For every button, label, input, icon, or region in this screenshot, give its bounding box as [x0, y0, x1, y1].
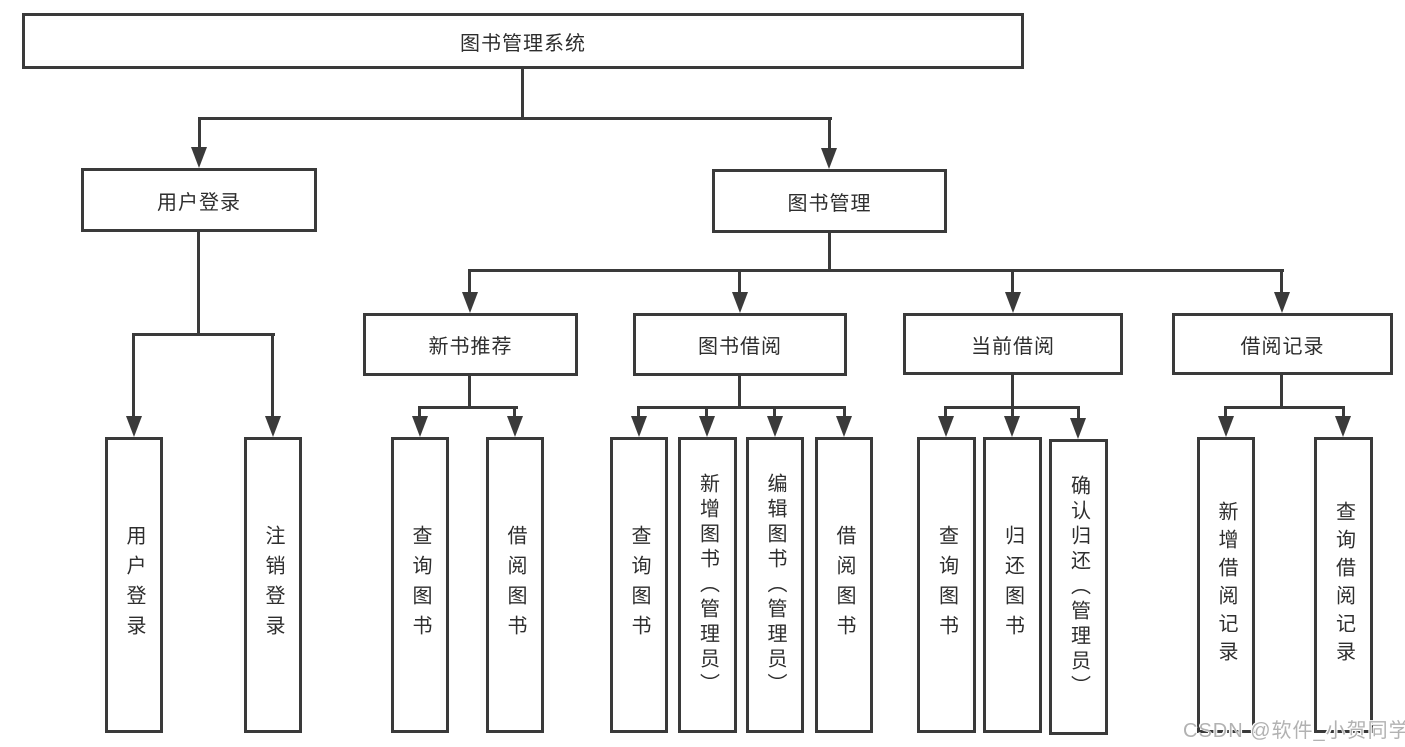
arrowhead-down-icon: [767, 416, 783, 437]
tree-edge: [637, 406, 640, 420]
tree-edge: [773, 406, 776, 420]
node-user-login: 用户登录: [81, 168, 317, 232]
node-new-book-recommend: 新书推荐: [363, 313, 578, 376]
tree-edge: [738, 269, 741, 296]
node-leaf-query-books-recommend: 查询图书: [391, 437, 449, 733]
tree-edge: [1280, 269, 1283, 296]
node-leaf-return-books: 归还图书: [983, 437, 1042, 733]
arrowhead-down-icon: [265, 416, 281, 437]
tree-edge: [1224, 406, 1345, 409]
tree-edge: [738, 376, 741, 409]
node-leaf-user-login: 用户登录: [105, 437, 163, 733]
csdn-watermark: CSDN @软件_小贺同学: [1183, 720, 1405, 742]
tree-edge: [1011, 269, 1014, 296]
node-leaf-borrow-books-recommend: 借阅图书: [486, 437, 544, 733]
tree-edge: [705, 406, 708, 420]
tree-edge: [1011, 406, 1014, 420]
arrowhead-down-icon: [462, 292, 478, 313]
arrowhead-down-icon: [126, 416, 142, 437]
node-leaf-borrow-books-borrowing: 借阅图书: [815, 437, 873, 733]
node-leaf-edit-books-admin: 编辑图书（管理员）: [746, 437, 804, 733]
tree-edge: [468, 269, 471, 296]
arrowhead-down-icon: [1335, 416, 1351, 437]
tree-edge: [197, 232, 200, 336]
node-book-borrowing: 图书借阅: [633, 313, 847, 376]
arrowhead-down-icon: [1005, 292, 1021, 313]
arrowhead-down-icon: [191, 147, 207, 168]
arrowhead-down-icon: [1004, 416, 1020, 437]
tree-edge: [468, 376, 471, 409]
tree-edge: [521, 68, 524, 120]
node-current-borrowing: 当前借阅: [903, 313, 1123, 375]
node-library-management-system: 图书管理系统: [22, 13, 1024, 69]
tree-edge: [132, 333, 275, 336]
tree-edge: [132, 333, 135, 419]
tree-edge: [1280, 375, 1283, 409]
tree-edge: [1224, 406, 1227, 420]
tree-edge: [271, 333, 274, 419]
node-borrowing-records: 借阅记录: [1172, 313, 1393, 375]
arrowhead-down-icon: [699, 416, 715, 437]
tree-edge: [637, 406, 846, 409]
arrowhead-down-icon: [836, 416, 852, 437]
tree-edge: [1011, 375, 1014, 409]
tree-edge: [1077, 406, 1080, 420]
node-leaf-query-borrow-record: 查询借阅记录: [1314, 437, 1373, 733]
arrowhead-down-icon: [821, 148, 837, 169]
arrowhead-down-icon: [938, 416, 954, 437]
tree-edge: [843, 406, 846, 420]
node-leaf-logout: 注销登录: [244, 437, 302, 733]
tree-edge: [198, 117, 832, 120]
tree-edge: [418, 406, 518, 409]
arrowhead-down-icon: [1070, 418, 1086, 439]
arrowhead-down-icon: [507, 416, 523, 437]
tree-edge: [828, 117, 831, 149]
arrowhead-down-icon: [732, 292, 748, 313]
node-leaf-add-borrow-record: 新增借阅记录: [1197, 437, 1255, 733]
arrowhead-down-icon: [1218, 416, 1234, 437]
tree-edge: [828, 233, 831, 272]
tree-edge: [1342, 406, 1345, 420]
node-leaf-query-books-current: 查询图书: [917, 437, 976, 733]
arrowhead-down-icon: [412, 416, 428, 437]
tree-edge: [418, 406, 421, 420]
tree-edge: [198, 117, 201, 149]
node-leaf-add-books-admin: 新增图书（管理员）: [678, 437, 737, 733]
node-leaf-query-books-borrowing: 查询图书: [610, 437, 668, 733]
arrowhead-down-icon: [1274, 292, 1290, 313]
tree-edge: [468, 269, 1284, 272]
node-book-management: 图书管理: [712, 169, 947, 233]
node-leaf-confirm-return-admin: 确认归还（管理员）: [1049, 439, 1108, 735]
tree-edge: [944, 406, 947, 420]
tree-edge: [513, 406, 516, 420]
arrowhead-down-icon: [631, 416, 647, 437]
